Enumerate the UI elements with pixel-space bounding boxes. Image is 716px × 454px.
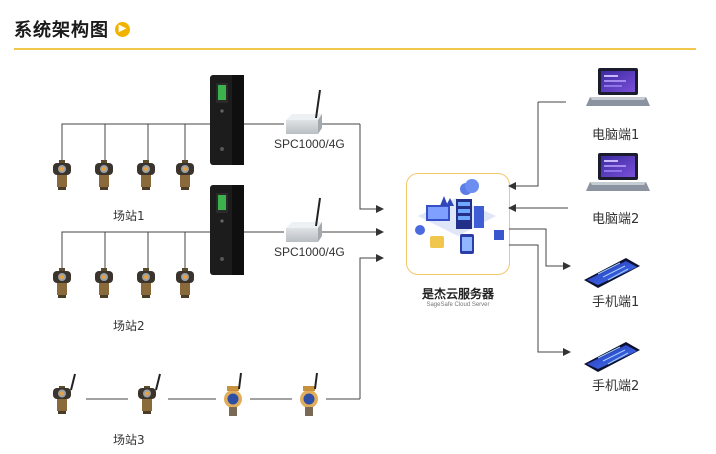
smartphone-icon (583, 257, 641, 289)
wireless-gateway-icon (285, 89, 323, 135)
site2-label: 场站2 (113, 319, 145, 333)
gas-detector-icon (95, 160, 113, 190)
control-cabinet-icon (210, 75, 244, 165)
gas-detector-icon (95, 268, 113, 298)
laptop-icon (586, 153, 650, 191)
control-cabinet-icon (210, 185, 244, 275)
gas-detector-icon (53, 160, 71, 190)
wireless-gateway-icon (285, 197, 323, 243)
site2-gateway-label: SPC1000/4G (274, 245, 345, 259)
site1-gateway-label: SPC1000/4G (274, 137, 345, 151)
laptop-icon (586, 68, 650, 106)
site1-label: 场站1 (113, 209, 145, 223)
gas-detector-icon (137, 268, 155, 298)
wireless-detector-icon (223, 372, 243, 417)
client-pc1-label: 电脑端1 (592, 128, 640, 143)
cloud-server-icon (415, 179, 504, 254)
page-title: 系统架构图 (14, 20, 109, 41)
smartphone-icon (583, 341, 641, 373)
client-mobile1-label: 手机端1 (592, 295, 640, 310)
gas-detector-icon (53, 268, 71, 298)
wireless-detector-icon (137, 373, 161, 415)
server-subtitle: SageSafe Cloud Server (426, 302, 490, 308)
client-pc2-label: 电脑端2 (592, 212, 640, 227)
wireless-detector-icon (299, 372, 319, 417)
gas-detector-icon (176, 268, 194, 298)
gas-detector-icon (176, 160, 194, 190)
client-mobile2-label: 手机端2 (592, 379, 640, 394)
server-name: 是杰云服务器 (421, 287, 494, 301)
play-circle-icon: ▶ (115, 21, 130, 37)
gas-detector-icon (137, 160, 155, 190)
diagram-header: 系统架构图 ▶ (14, 14, 130, 44)
site3-label: 场站3 (113, 433, 145, 447)
site1-bus (61, 123, 210, 160)
title-divider (14, 48, 696, 50)
wireless-detector-icon (52, 373, 76, 415)
